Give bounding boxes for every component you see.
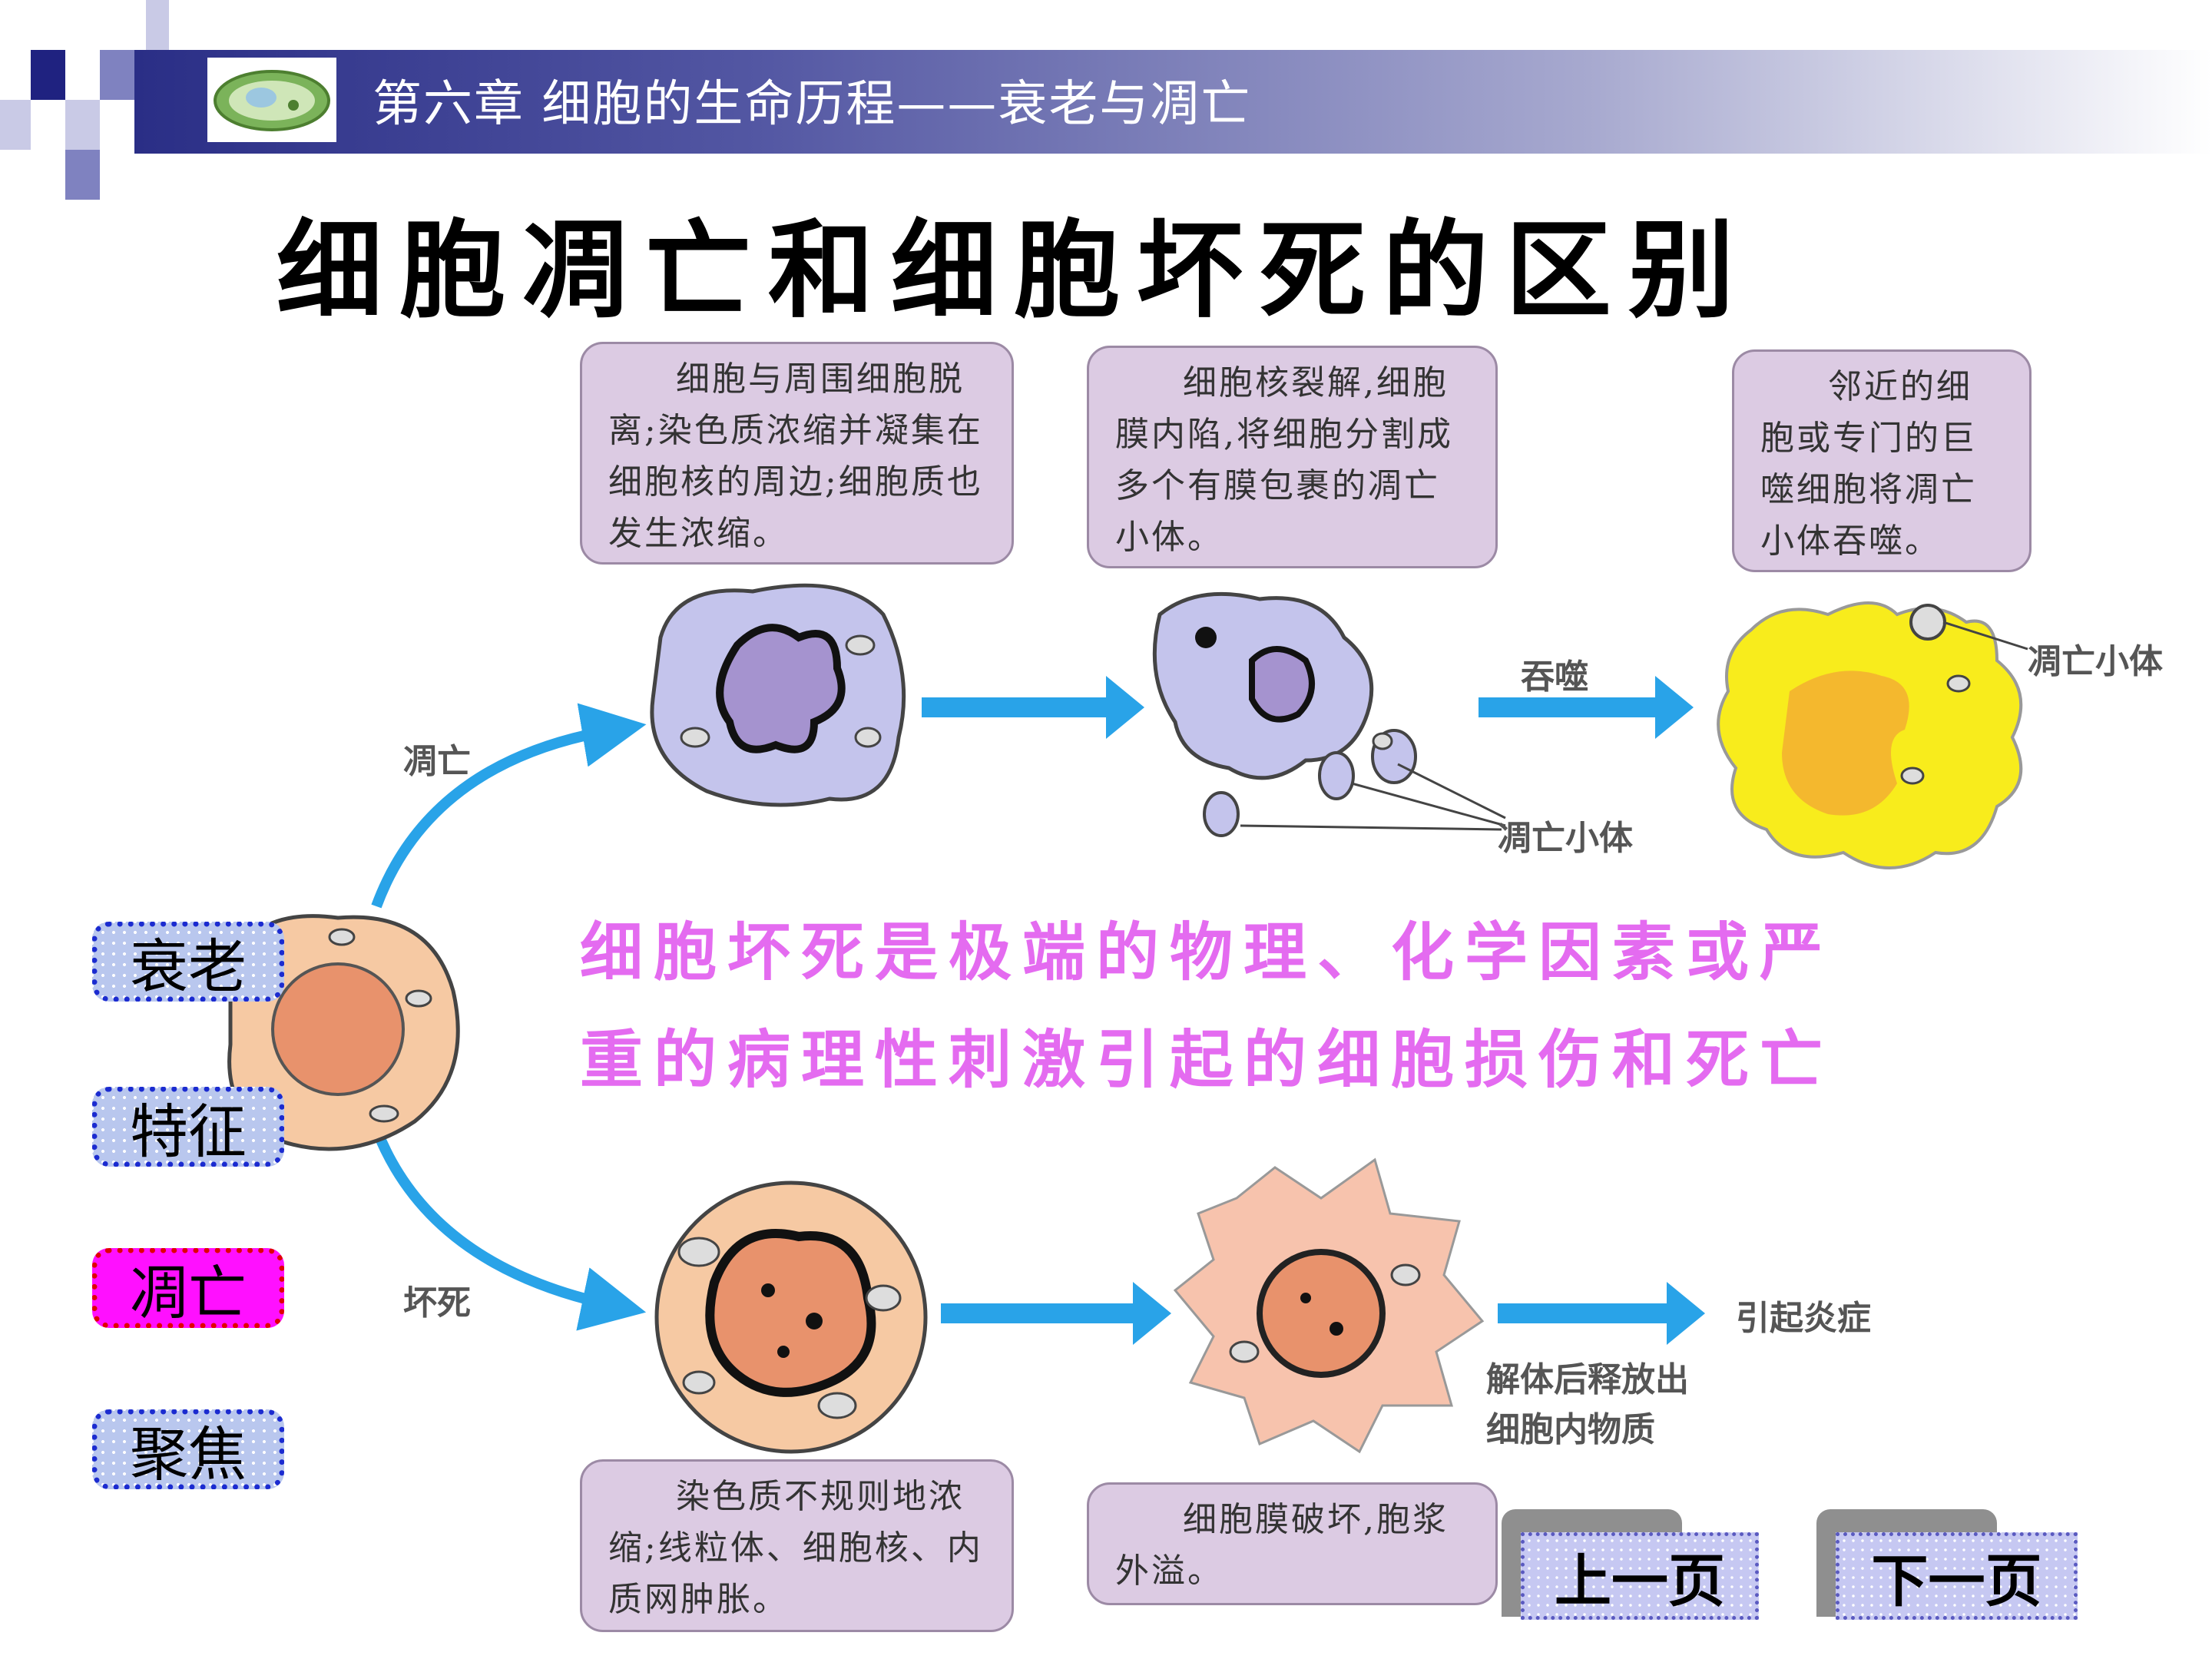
slide-title: 细胞凋亡和细胞坏死的区别 (276, 207, 1752, 333)
chapter-title: 第六章 细胞的生命历程——衰老与凋亡 (373, 76, 1252, 133)
engulf-label: 吞噬 (1521, 657, 1588, 697)
normal-cell (227, 914, 460, 1151)
inflammation-arrow (1498, 1282, 1705, 1345)
corner-decoration (0, 0, 207, 207)
definition-line-1: 细胞坏死是极端的物理、化学因素或严 (580, 916, 1834, 989)
necrotic-cell-swollen (654, 1181, 928, 1454)
apoptosis-arrow-1 (922, 676, 1144, 739)
release-label-2: 细胞内物质 (1486, 1410, 1655, 1449)
prev-page-button[interactable]: 上一页 (1521, 1532, 1759, 1620)
nav-focus-button[interactable]: 聚焦 (92, 1409, 284, 1489)
necrosis-step2-box: 细胞膜破坏,胞浆外溢。 (1087, 1482, 1498, 1605)
necrosis-branch-label: 坏死 (403, 1283, 471, 1323)
nav-features-button[interactable]: 特征 (92, 1087, 284, 1167)
engulf-arrow (1479, 676, 1694, 739)
necrosis-definition: 细胞坏死是极端的物理、化学因素或严 重的病理性刺激引起的细胞损伤和死亡 (580, 899, 2131, 1114)
nav-senescence-button[interactable]: 衰老 (92, 922, 284, 1002)
apoptotic-cell-fragmenting (1152, 591, 1506, 837)
apoptosis-step1-box: 细胞与周围细胞脱离;染色质浓缩并凝集在细胞核的周边;细胞质也发生浓缩。 (580, 342, 1014, 565)
apoptosis-branch-label: 凋亡 (403, 742, 471, 781)
necrotic-cell-bursting (1173, 1157, 1485, 1454)
phagocyte-cell (1717, 601, 2028, 869)
release-label-1: 解体后释放出 (1486, 1360, 1689, 1399)
inflammation-label: 引起炎症 (1736, 1299, 1871, 1338)
apoptosis-step3-box: 邻近的细胞或专门的巨噬细胞将凋亡小体吞噬。 (1732, 349, 2032, 572)
header-bar (134, 50, 2212, 154)
next-page-button[interactable]: 下一页 (1836, 1532, 2078, 1620)
necrosis-step1-box: 染色质不规则地浓缩;线粒体、细胞核、内质网肿胀。 (580, 1459, 1014, 1632)
apoptosis-step2-box: 细胞核裂解,细胞膜内陷,将细胞分割成多个有膜包裹的凋亡小体。 (1087, 346, 1498, 568)
apoptotic-body-label-1: 凋亡小体 (1498, 819, 1633, 858)
definition-line-2: 重的病理性刺激引起的细胞损伤和死亡 (580, 1023, 1834, 1097)
plant-cell-thumbnail (207, 58, 336, 142)
apoptotic-cell-condensed (650, 583, 906, 807)
nav-apoptosis-button[interactable]: 凋亡 (92, 1248, 284, 1328)
apoptotic-body-label-2: 凋亡小体 (2028, 642, 2163, 681)
necrosis-arrow-1 (941, 1282, 1171, 1345)
apoptosis-branch-arrow (371, 703, 647, 909)
necrosis-branch-arrow (371, 1127, 647, 1331)
